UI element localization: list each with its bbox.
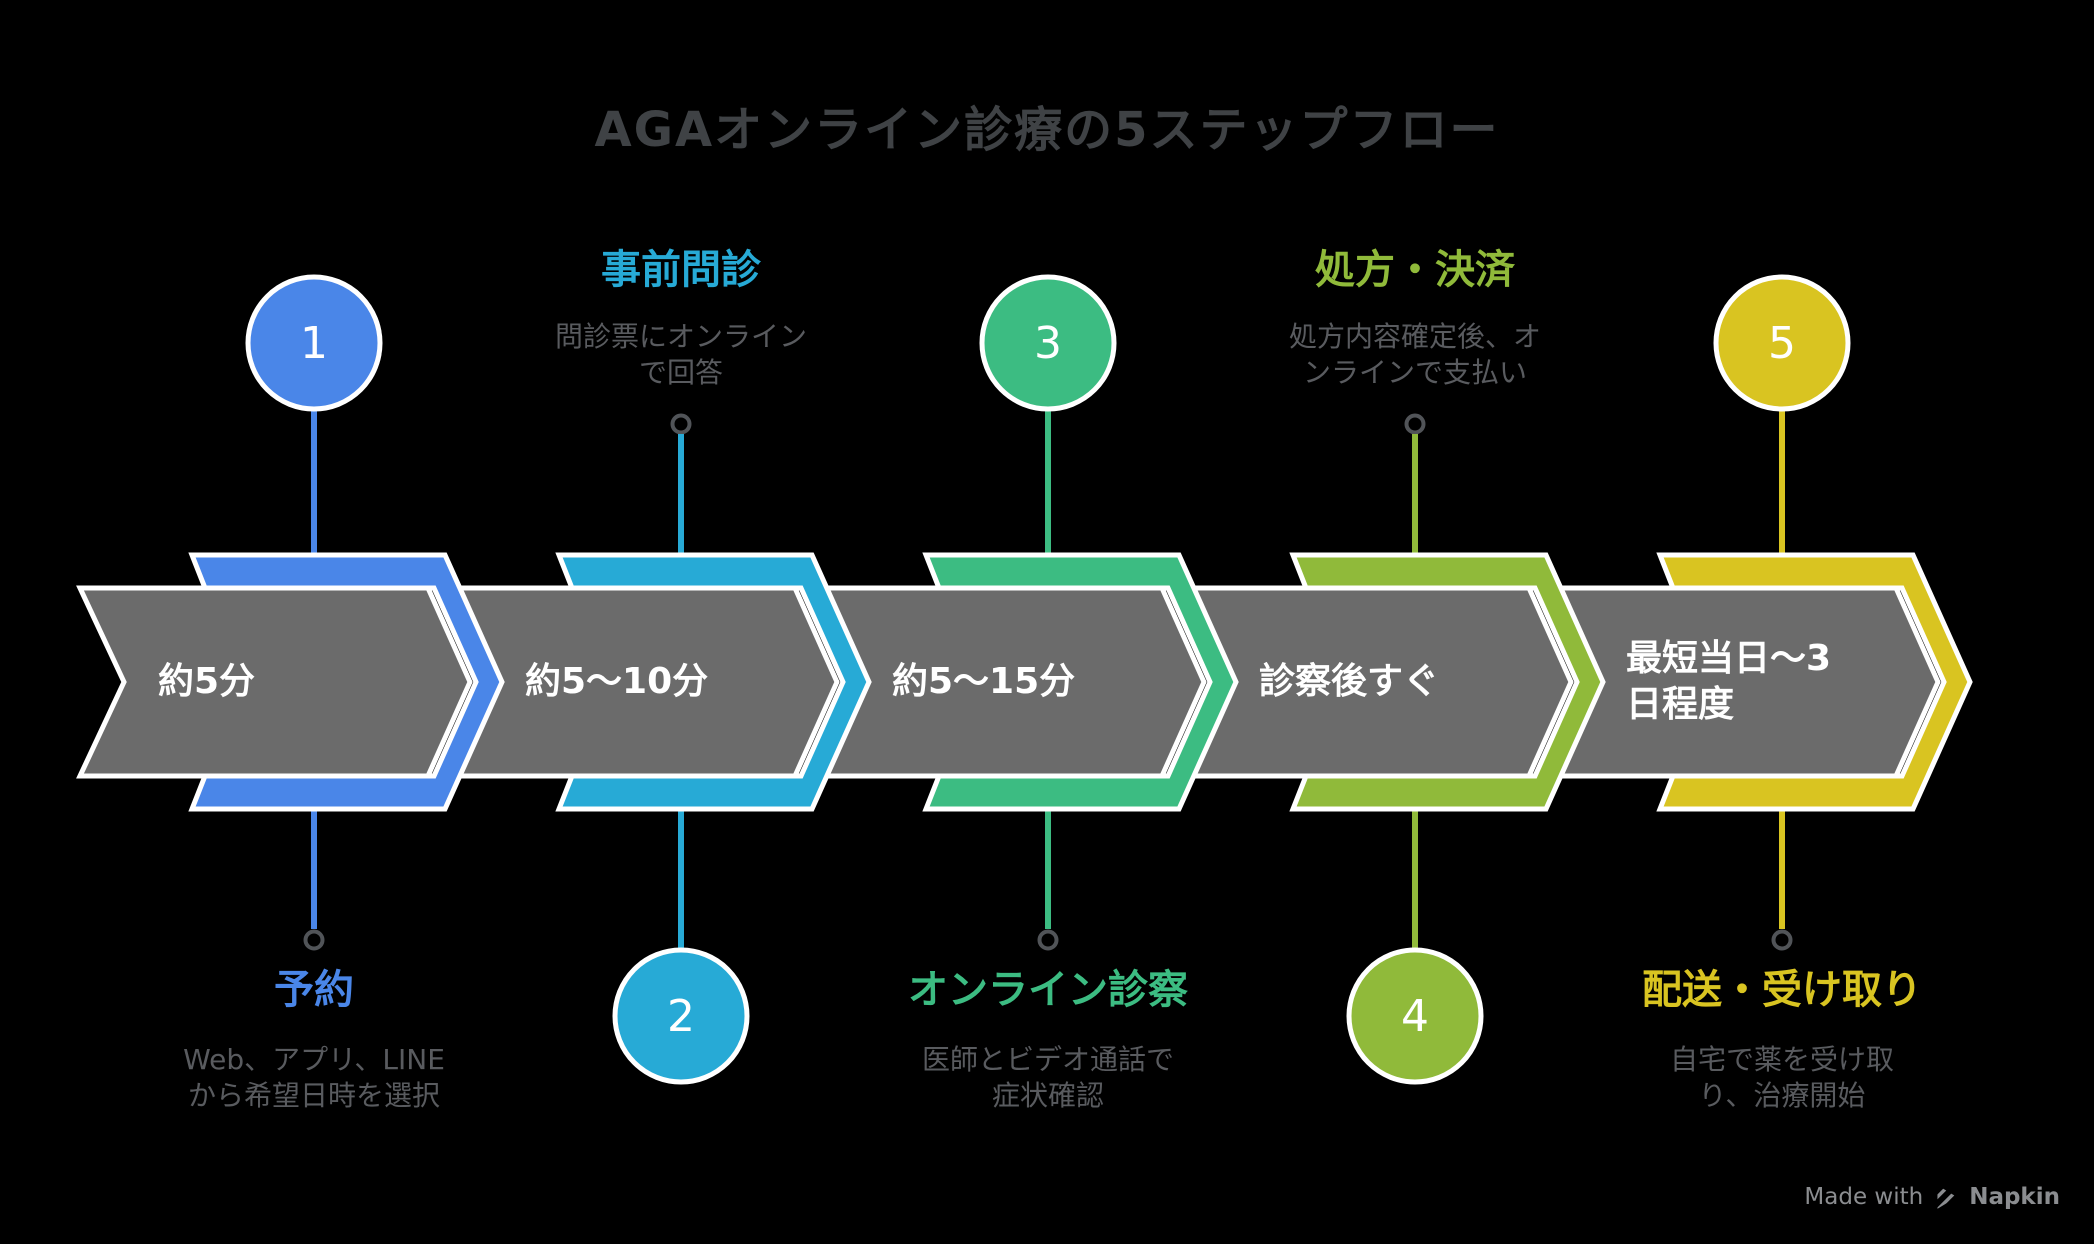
step3-description: 医師とビデオ通話で 症状確認 <box>921 1043 1174 1112</box>
step3-circle <box>979 274 1117 412</box>
step5-title: 配送・受け取り <box>1642 967 1922 1013</box>
napkin-brand-label: Napkin <box>1969 1184 2060 1210</box>
step2-terminal-dot <box>670 413 692 435</box>
step3-duration-label: 約5〜15分 <box>892 661 1076 702</box>
step2-circle <box>612 947 750 1085</box>
step5-circle <box>1713 274 1851 412</box>
napkin-logo-icon <box>1937 1185 1958 1209</box>
made-with-napkin-credit: Made with Napkin <box>1804 1184 2060 1210</box>
chevron-step5 <box>1656 552 1973 812</box>
step1-title: 予約 <box>274 967 354 1013</box>
step1-description: Web、アプリ、LINE から希望日時を選択 <box>183 1043 445 1112</box>
step4-circle <box>1346 947 1484 1085</box>
page-title: AGAオンライン診療の5ステップフロー <box>594 102 1500 158</box>
step4-description: 処方内容確定後、オ ンラインで支払い <box>1288 320 1541 389</box>
step1-circle <box>245 274 383 412</box>
step2-duration-label: 約5〜10分 <box>525 661 709 702</box>
step4-number: 4 <box>1401 990 1429 1042</box>
step3-number: 3 <box>1034 317 1062 369</box>
step3-terminal-dot <box>1037 929 1059 951</box>
chevron-step3 <box>922 552 1239 812</box>
step4-terminal-dot <box>1404 413 1426 435</box>
step4-duration-label: 診察後すぐ <box>1259 661 1440 702</box>
chevron-step1 <box>188 552 505 812</box>
chevron-step2 <box>555 552 872 812</box>
step-circles <box>245 274 1851 1085</box>
step4-title: 処方・決済 <box>1315 247 1515 293</box>
step2-number: 2 <box>667 990 695 1042</box>
step5-duration-label: 最短当日〜3 日程度 <box>1626 638 1832 725</box>
step5-number: 5 <box>1768 317 1796 369</box>
step5-description: 自宅で薬を受け取 り、治療開始 <box>1669 1043 1894 1112</box>
made-with-label: Made with <box>1804 1184 1924 1210</box>
step2-title: 事前問診 <box>601 247 761 293</box>
step5-terminal-dot <box>1771 929 1793 951</box>
step1-duration-label: 約5分 <box>158 661 256 702</box>
step2-description: 問診票にオンライン で回答 <box>554 320 807 389</box>
colored-chevrons <box>188 552 1973 812</box>
step1-terminal-dot <box>303 929 325 951</box>
step1-number: 1 <box>300 317 328 369</box>
step3-title: オンライン診察 <box>908 967 1188 1013</box>
chevron-step4 <box>1289 552 1606 812</box>
